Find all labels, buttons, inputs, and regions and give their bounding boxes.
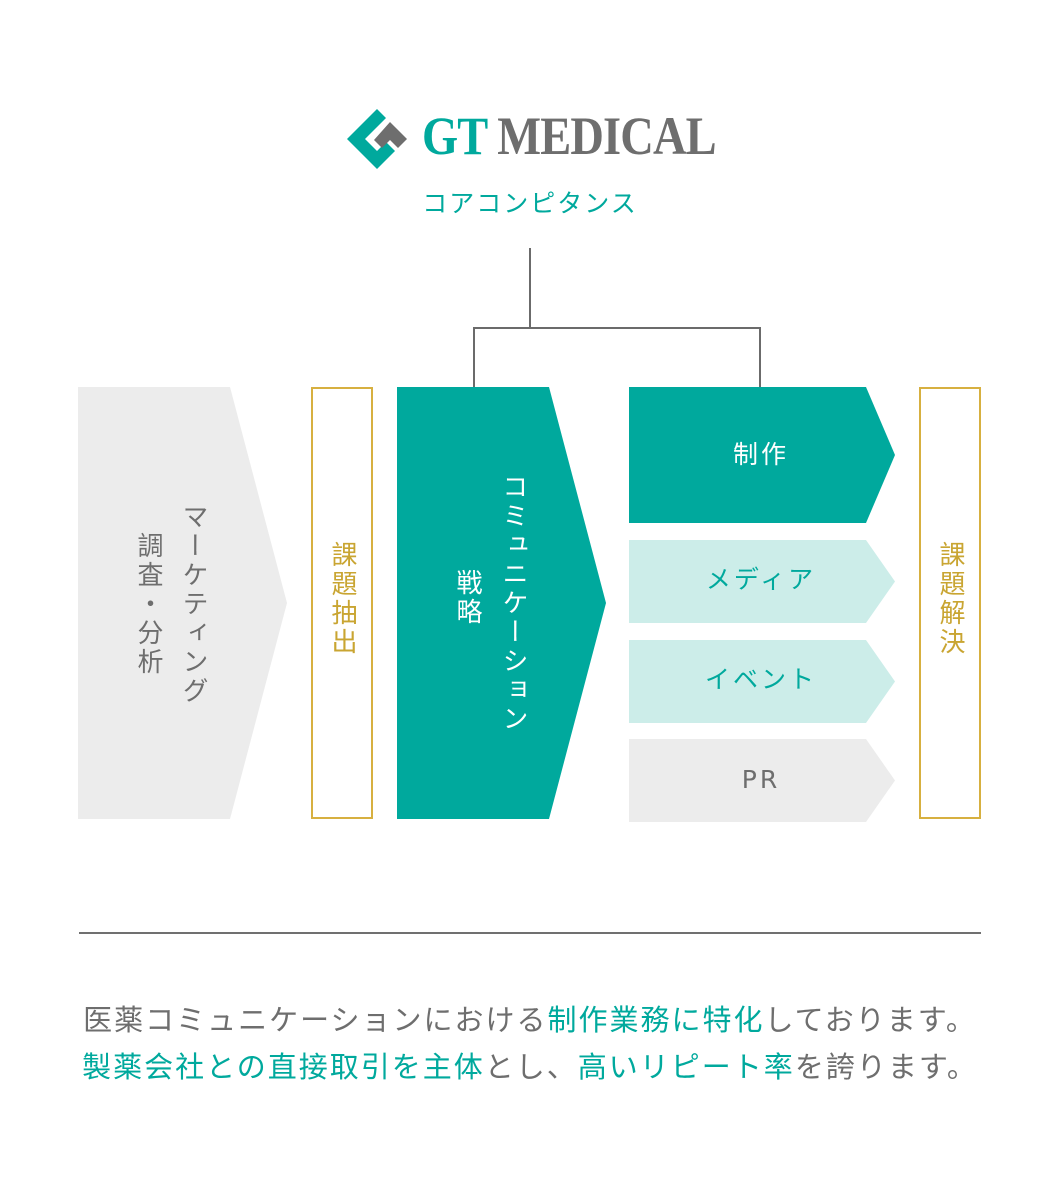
desc-highlight: 高いリピート率 bbox=[577, 1050, 795, 1084]
brand-wordmark: GT MEDICAL bbox=[422, 106, 717, 166]
service-pr: PR bbox=[629, 739, 896, 822]
marketing-research-arrow: マーケティング 調査・分析 bbox=[78, 387, 288, 819]
connector-right-drop bbox=[759, 327, 761, 387]
event-label: イベント bbox=[704, 665, 817, 694]
gt-medical-logo-icon bbox=[346, 108, 408, 170]
service-media: メディア bbox=[629, 540, 896, 623]
issue-extraction-box: 課題抽出 bbox=[311, 387, 373, 819]
service-event: イベント bbox=[629, 640, 896, 723]
section-divider bbox=[79, 932, 981, 934]
desc-text: とし、 bbox=[484, 1050, 578, 1084]
desc-highlight: 制作業務に特化 bbox=[547, 1003, 765, 1037]
marketing-label: マーケティング bbox=[178, 503, 208, 706]
communication-label: コミュニケーション bbox=[498, 473, 528, 734]
pr-label: PR bbox=[741, 765, 781, 794]
strategy-label: 戦略 bbox=[452, 569, 482, 627]
service-production: 制作 bbox=[629, 387, 896, 523]
core-competence-title: コアコンピタンス bbox=[422, 189, 638, 218]
description-line-1: 医薬コミュニケーションにおける制作業務に特化しております。 bbox=[0, 1000, 1060, 1040]
desc-text: しております。 bbox=[764, 1003, 977, 1037]
description-line-2: 製薬会社との直接取引を主体とし、高いリピート率を誇ります。 bbox=[0, 1047, 1060, 1087]
desc-text: を誇ります。 bbox=[794, 1050, 978, 1084]
connector-trunk bbox=[529, 248, 531, 329]
research-analysis-label: 調査・分析 bbox=[133, 532, 163, 677]
connector-horizontal bbox=[473, 327, 761, 329]
brand-gt: GT bbox=[422, 106, 487, 166]
communication-strategy-arrow: コミュニケーション 戦略 bbox=[397, 387, 607, 819]
issue-resolution-box: 課題解決 bbox=[919, 387, 981, 819]
desc-highlight: 製薬会社との直接取引を主体 bbox=[82, 1050, 485, 1084]
media-label: メディア bbox=[705, 565, 817, 594]
brand-medical: MEDICAL bbox=[486, 106, 716, 166]
issue-extraction-label: 課題抽出 bbox=[327, 541, 357, 657]
desc-text: 医薬コミュニケーションにおける bbox=[83, 1003, 548, 1037]
connector-left-drop bbox=[473, 327, 475, 387]
issue-resolution-label: 課題解決 bbox=[935, 541, 965, 657]
production-label: 制作 bbox=[732, 440, 789, 469]
